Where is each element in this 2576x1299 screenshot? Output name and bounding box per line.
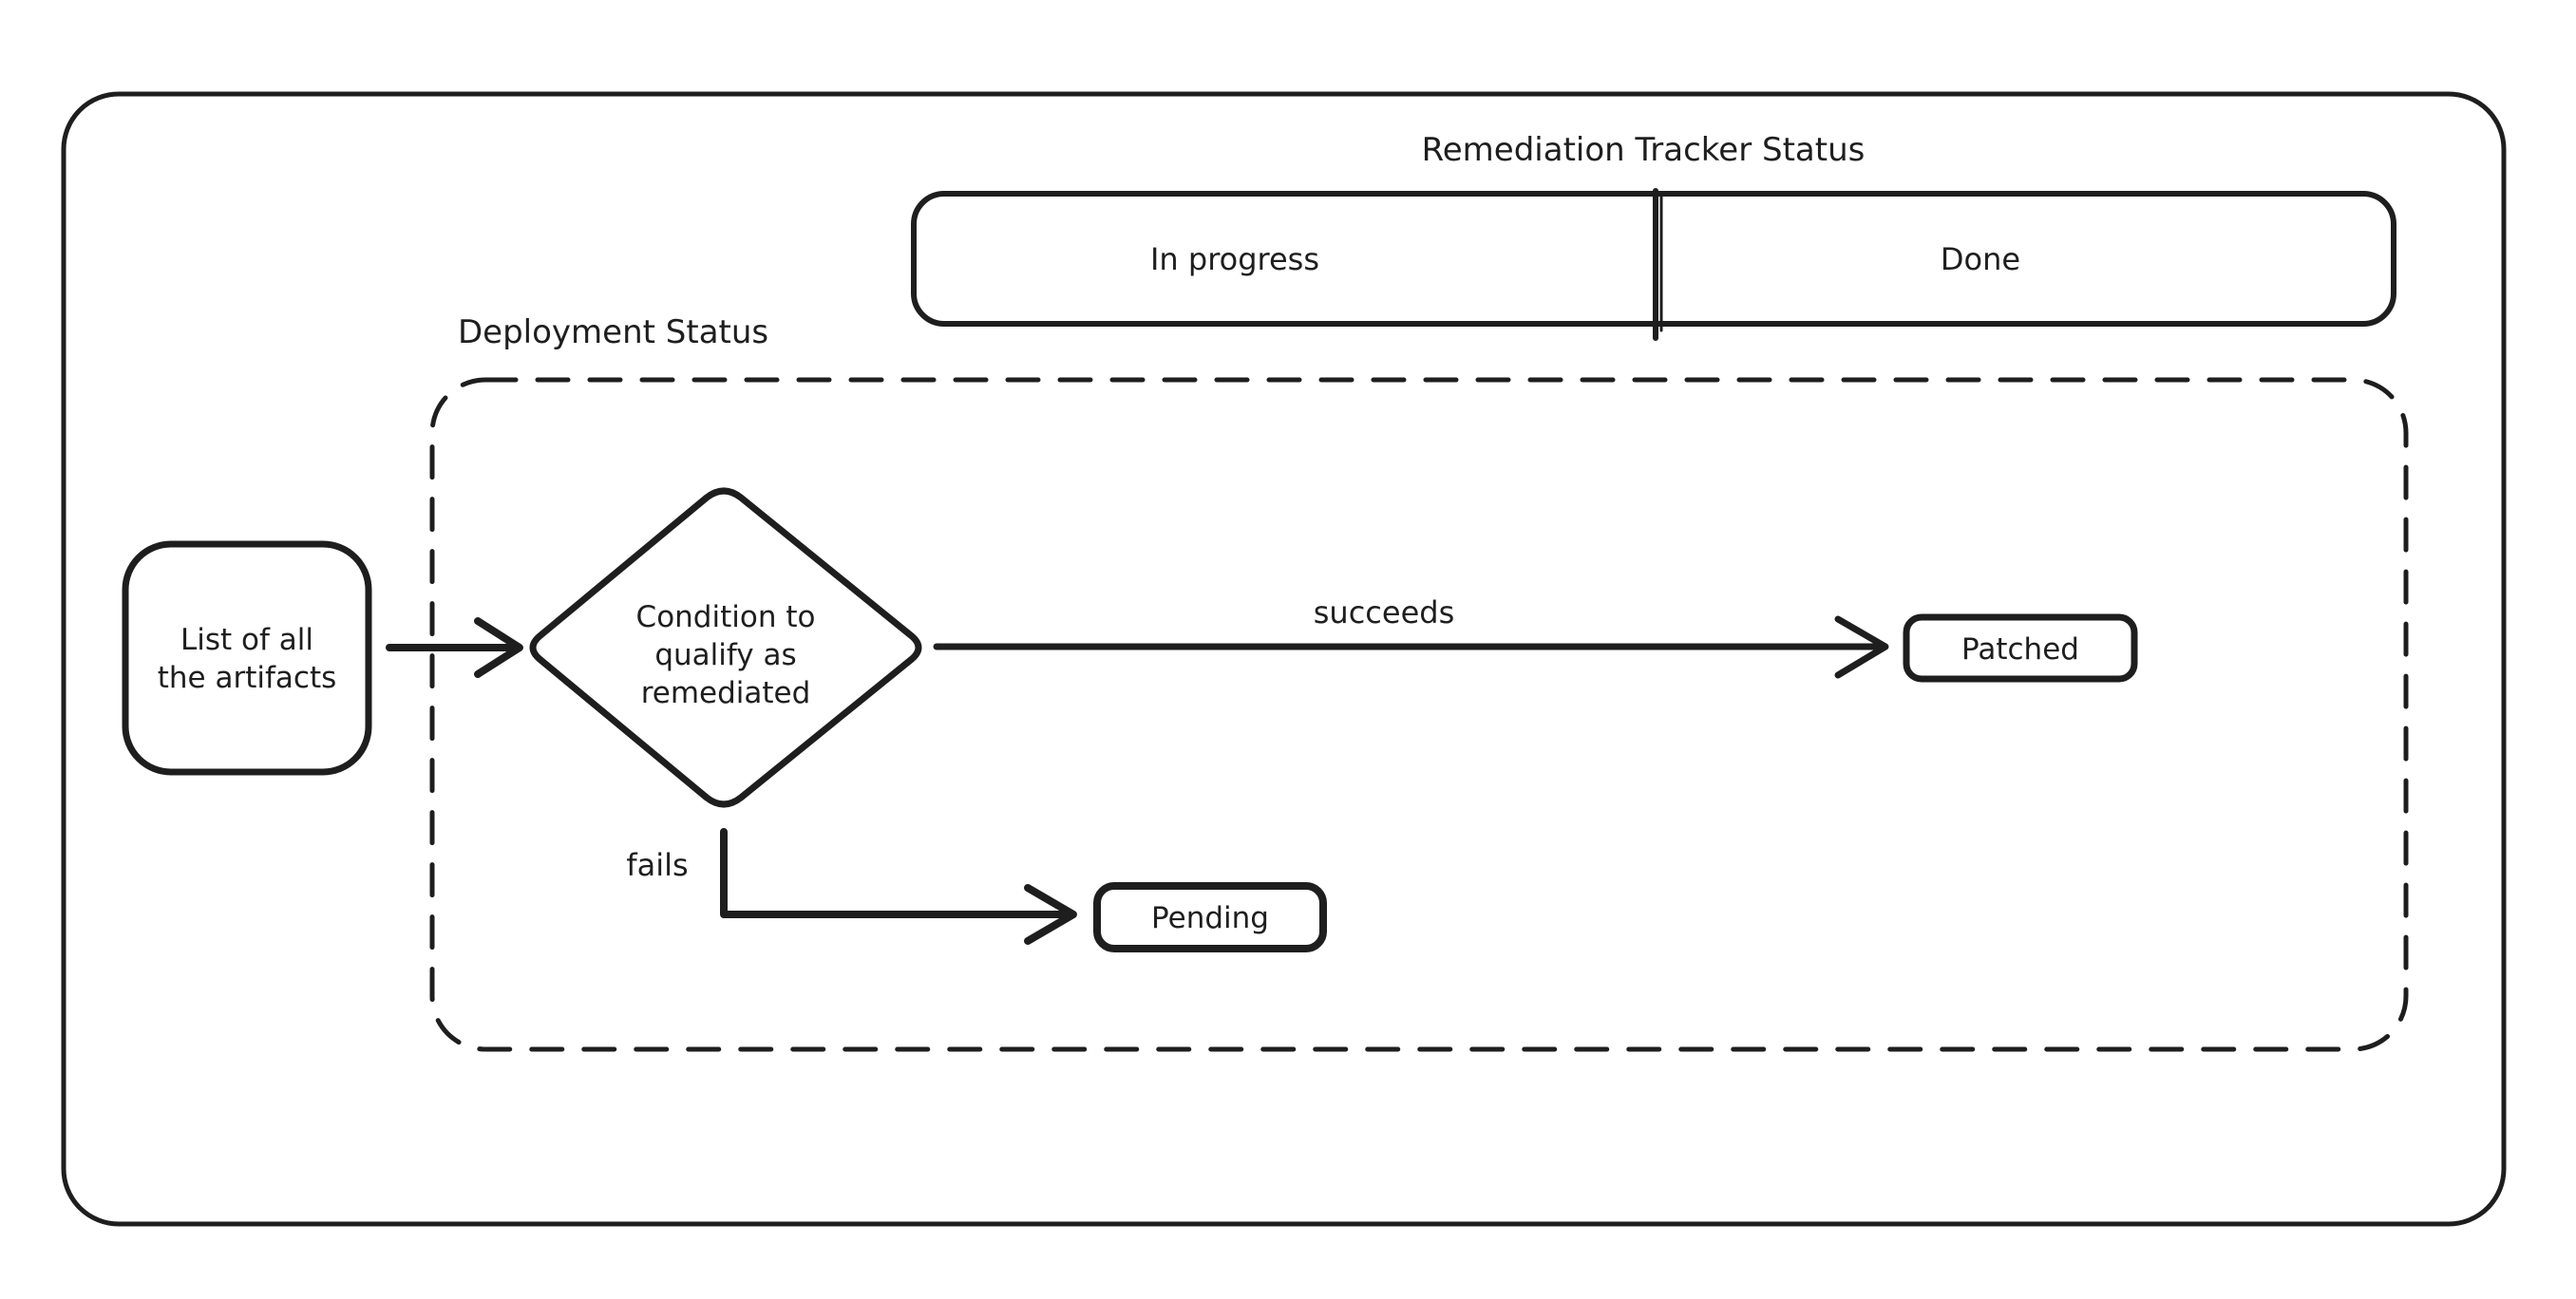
tracker-column-done: Done: [1940, 241, 2021, 277]
condition-node-label: Condition to qualify as remediated: [635, 600, 816, 710]
pending-node-shape: [1093, 882, 1327, 952]
pending-node-label: Pending: [1151, 901, 1269, 935]
tracker-title: Remediation Tracker Status: [1421, 131, 1866, 169]
edge-condition-pending: [720, 828, 1073, 918]
tracker-column-in-progress: In progress: [1149, 241, 1320, 277]
deployment-container: [429, 377, 2409, 1052]
patched-node-label: Patched: [1961, 632, 2079, 667]
condition-node-shape: [529, 487, 922, 808]
edge-condition-pending-arrowhead: [1024, 884, 1077, 945]
edge-succeeds-label: succeeds: [1313, 594, 1455, 631]
edge-artifacts-condition-arrowhead: [474, 617, 523, 678]
artifacts-node-label: List of all the artifacts: [157, 623, 337, 695]
artifacts-node-shape: [122, 540, 372, 776]
deployment-title: Deployment Status: [458, 313, 769, 351]
edge-condition-patched-arrowhead: [1834, 615, 1889, 679]
edge-fails-label: fails: [626, 847, 689, 883]
outer-frame: [61, 91, 2507, 1227]
patched-node-shape: [1903, 613, 2138, 683]
